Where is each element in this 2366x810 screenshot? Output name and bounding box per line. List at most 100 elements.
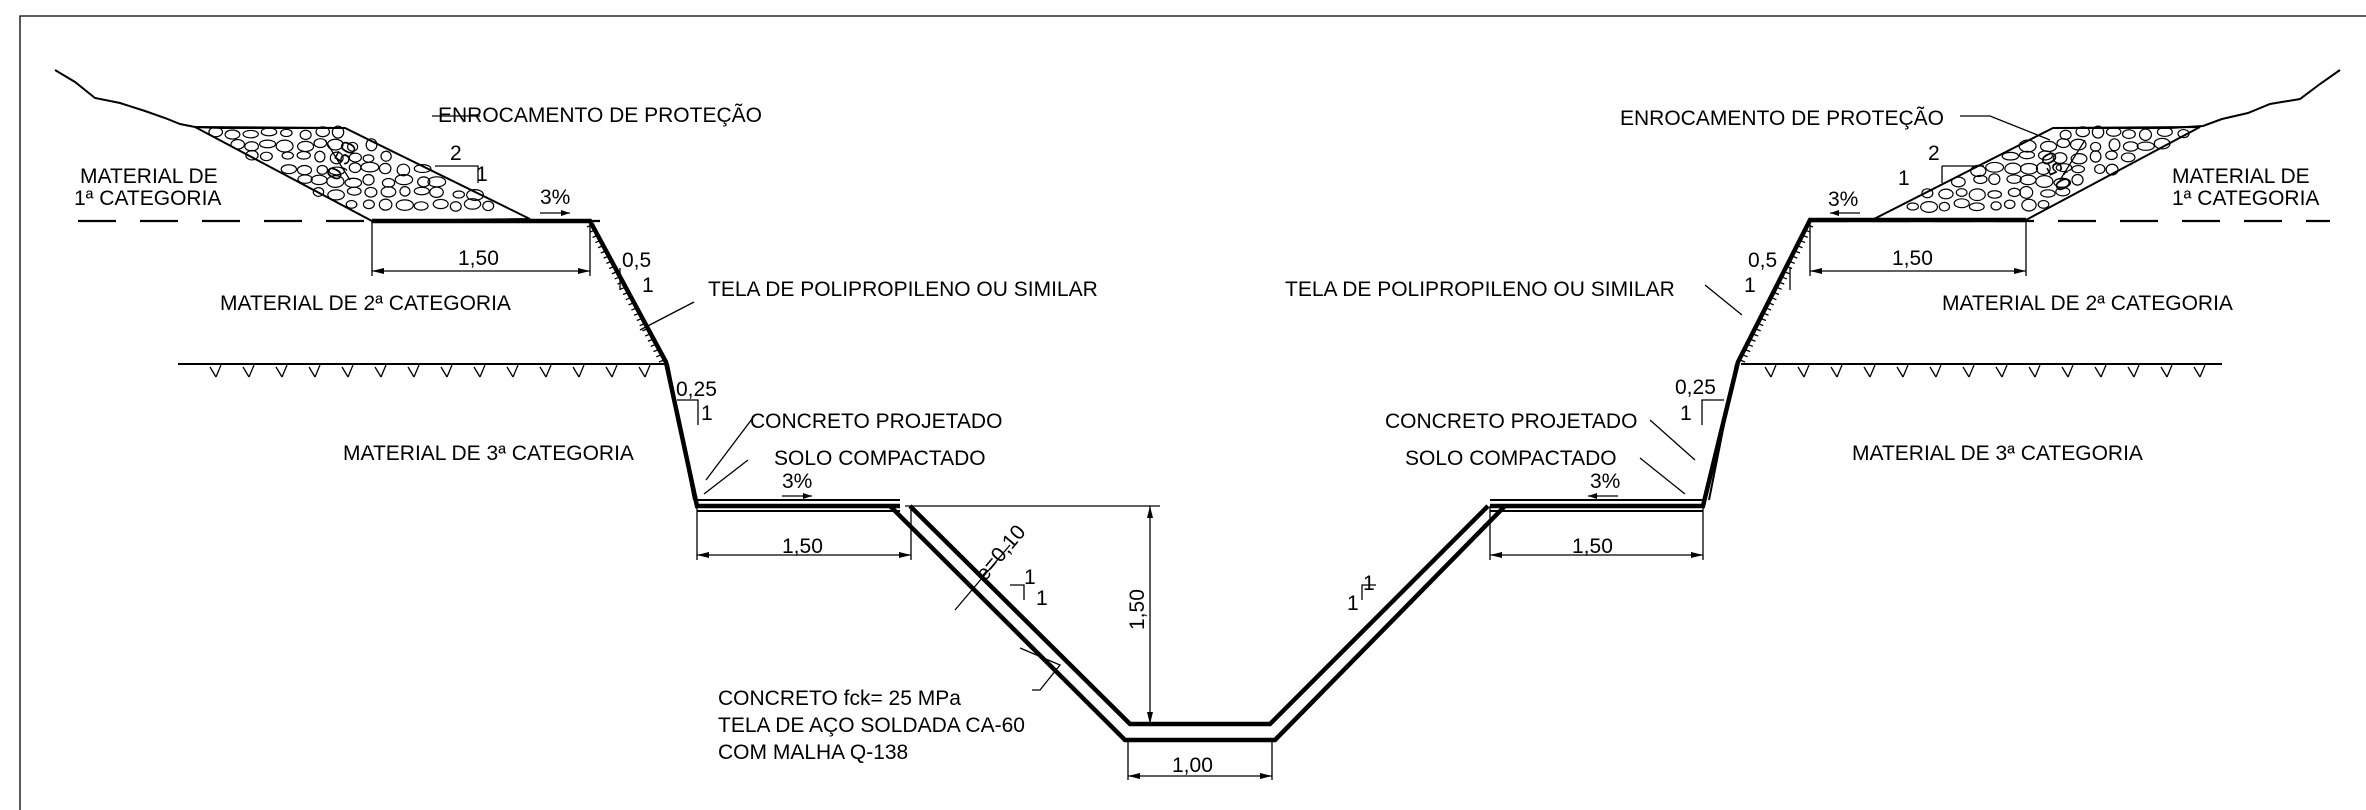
hatch-tick [1755, 328, 1761, 332]
riprap-stone [314, 150, 326, 163]
riprap-stone [2019, 162, 2039, 175]
left-mat1-label-2: 1ª CATEGORIA [74, 187, 221, 210]
slope-left-lower-v: 1 [701, 402, 713, 425]
riprap-stone [2108, 138, 2121, 152]
riprap-stone [380, 186, 397, 198]
riprap-stone [362, 154, 375, 163]
slope-left-upper-h: 0,5 [622, 249, 651, 272]
riprap-stone [2070, 153, 2088, 165]
riprap-stone [2138, 128, 2153, 142]
riprap-stone [1985, 161, 2005, 173]
crossfall-left-upper: 3% [540, 186, 570, 209]
ground-symbol [605, 364, 618, 378]
hatch-tick [592, 234, 598, 238]
right-solo-label: SOLO COMPACTADO [1405, 447, 1617, 470]
right-mat1-label-1: MATERIAL DE [2172, 165, 2310, 188]
left-mat3-label: MATERIAL DE 3ª CATEGORIA [343, 442, 634, 465]
shotcrete-right [1708, 363, 1737, 501]
riprap-stone [1953, 198, 1970, 209]
riprap-stone [2021, 198, 2037, 212]
ground-symbol [440, 364, 453, 378]
ground-symbol [2061, 364, 2074, 378]
hatch-tick [1739, 359, 1746, 363]
slope-channel-left-a: 1 [1024, 566, 1036, 589]
channel-note-line-3: COM MALHA Q-138 [718, 741, 908, 764]
hatch-tick [625, 297, 632, 301]
riprap-stone [362, 199, 375, 210]
hatch-tick [608, 265, 615, 270]
riprap-stone [348, 152, 362, 163]
riprap-stone [313, 138, 328, 149]
riprap-stone [280, 164, 298, 175]
dimension-arrows [372, 268, 2026, 779]
ground-symbol [539, 364, 552, 378]
right-mat3-label: MATERIAL DE 3ª CATEGORIA [1852, 442, 2143, 465]
terrain-left [54, 69, 345, 129]
riprap-stone [2007, 187, 2021, 198]
hatch-tick [597, 245, 604, 249]
riprap-stone [2089, 141, 2102, 152]
riprap-stone [2055, 163, 2073, 173]
riprap-stone [2001, 151, 2020, 161]
riprap-stone [2052, 152, 2068, 164]
riprap-stone [2040, 189, 2056, 198]
hatch-tick [642, 328, 648, 332]
rock-thickness-dims [324, 139, 2086, 181]
slope-channel-left-b: 1 [1036, 587, 1048, 610]
terrain-right [2053, 69, 2341, 129]
riprap-stone [245, 149, 259, 161]
hatch-tick [611, 271, 618, 275]
riprap-stone [315, 126, 331, 138]
riprap-stone [242, 129, 259, 139]
hatch-tick [619, 286, 626, 290]
riprap-stone [344, 177, 363, 188]
slope-left-upper-v: 1 [642, 274, 654, 297]
slope-left-lower-h: 0,25 [676, 378, 717, 401]
ground-symbol [308, 364, 321, 378]
riprap-stone [2059, 129, 2072, 141]
riprap-stone [449, 201, 462, 212]
excavation-profile-left [372, 218, 900, 509]
riprap-stone [280, 128, 293, 138]
berm-lining-left [697, 499, 900, 512]
riprap-stone [360, 161, 380, 173]
hatch-tick [1750, 338, 1756, 342]
dimension-geometry [371, 221, 2027, 780]
right-mat1-label-2: 1ª CATEGORIA [2172, 187, 2319, 210]
riprap-stone [2018, 139, 2037, 153]
riprap-stone [413, 164, 432, 174]
riprap-stone [299, 129, 312, 141]
riprap-stone [381, 177, 396, 188]
riprap-stone [275, 139, 294, 153]
riprap-stone [2121, 129, 2136, 140]
ground-symbol [1995, 364, 2008, 378]
riprap-stone [2091, 125, 2105, 139]
slope-left-rock-v: 1 [476, 163, 488, 186]
right-enrocamento-label: ENROCAMENTO DE PROTEÇÃO [1620, 106, 1944, 130]
dim-channel-depth: 1,50 [1126, 589, 1149, 630]
riprap-stone [394, 173, 414, 186]
riprap-stone [2004, 162, 2022, 175]
slope-symbols [435, 165, 1984, 600]
riprap-stone [1921, 188, 1934, 199]
left-concreto-projetado-label: CONCRETO PROJETADO [750, 410, 1002, 433]
hatch-tick [1781, 276, 1788, 280]
riprap-stone [2094, 163, 2106, 175]
hatch-tick [658, 359, 665, 363]
riprap-stone [466, 189, 485, 201]
slope-right-upper-v: 1 [1744, 274, 1756, 297]
riprap-stone [2136, 141, 2155, 151]
dim-left-berm-lower: 1,50 [782, 535, 823, 558]
riprap-stone [2018, 150, 2036, 160]
right-mat2-label: MATERIAL DE 2ª CATEGORIA [1942, 292, 2233, 315]
riprap-stone [2006, 174, 2022, 184]
hatch-tick [1799, 239, 1806, 244]
riprap-stones-right [1906, 125, 2190, 213]
ground-symbol [2028, 364, 2041, 378]
riprap-stone [482, 200, 495, 212]
riprap-stone [230, 138, 246, 150]
hatch-tick [647, 338, 654, 342]
riprap-stone [329, 151, 344, 165]
ground-symbol [2127, 364, 2140, 378]
